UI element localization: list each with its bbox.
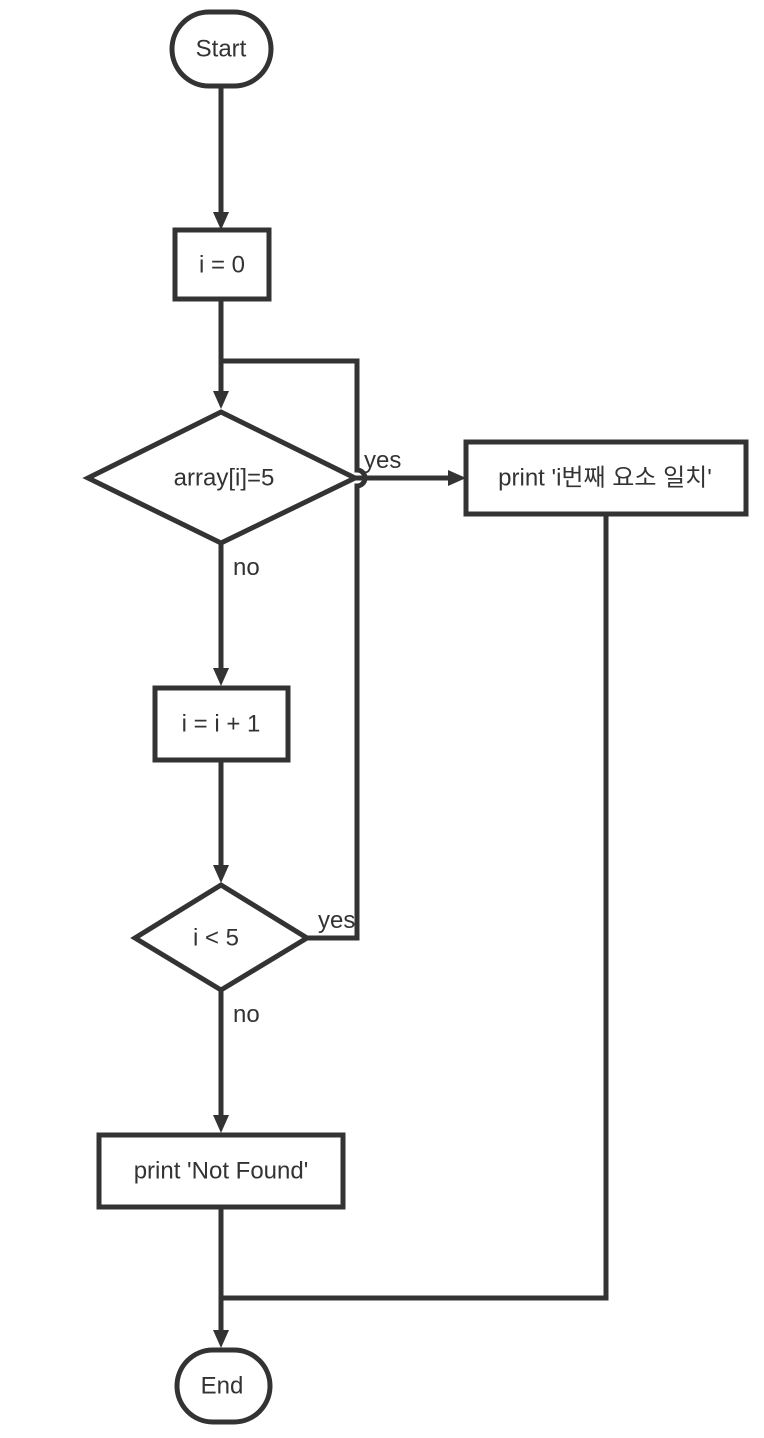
end-label: End [201,1373,244,1400]
arrowhead-check-bound [213,865,229,883]
check-bound-label: i < 5 [193,925,239,952]
increment-process-box [152,685,291,763]
check-value-yes-label: yes [364,447,401,474]
node-print-match: print 'i번째 요소 일치' [463,439,749,517]
arrowhead-increment [213,668,229,686]
connectors [213,86,609,1348]
arrowhead-check-value [213,391,229,409]
print-match-label: print 'i번째 요소 일치' [498,465,712,492]
check-bound-yes-label: yes [318,907,355,934]
check-bound-decision [130,882,312,993]
edge-labels: yes no yes no [233,447,401,1028]
print-not-found-label: print 'Not Found' [134,1158,309,1185]
print-match-process-box [463,439,749,517]
arrowhead-print-not-found [213,1115,229,1133]
start-terminal [169,9,274,89]
node-increment: i = i + 1 [152,685,291,763]
node-start: Start [169,9,274,89]
node-print-not-found: print 'Not Found' [96,1132,346,1210]
print-not-found-process-box [96,1132,346,1210]
node-end: End [174,1347,273,1425]
check-value-decision [82,409,361,546]
end-terminal [174,1347,273,1425]
check-bound-no-label: no [233,1001,260,1028]
node-check-bound: i < 5 [130,882,312,993]
arrowhead-print-match [448,470,466,486]
arrowhead-end [213,1330,229,1348]
start-label: Start [196,36,247,63]
arrowhead-init [213,212,229,230]
init-process-box [172,227,272,302]
increment-label: i = i + 1 [182,711,261,738]
edge-check-bound-yes-loop [221,358,368,941]
check-value-label: array[i]=5 [174,465,275,492]
init-label: i = 0 [199,252,245,279]
edge-print-match-to-end [221,514,609,1301]
check-value-no-label: no [233,554,260,581]
node-check-value: array[i]=5 [82,409,361,546]
node-init: i = 0 [172,227,272,302]
